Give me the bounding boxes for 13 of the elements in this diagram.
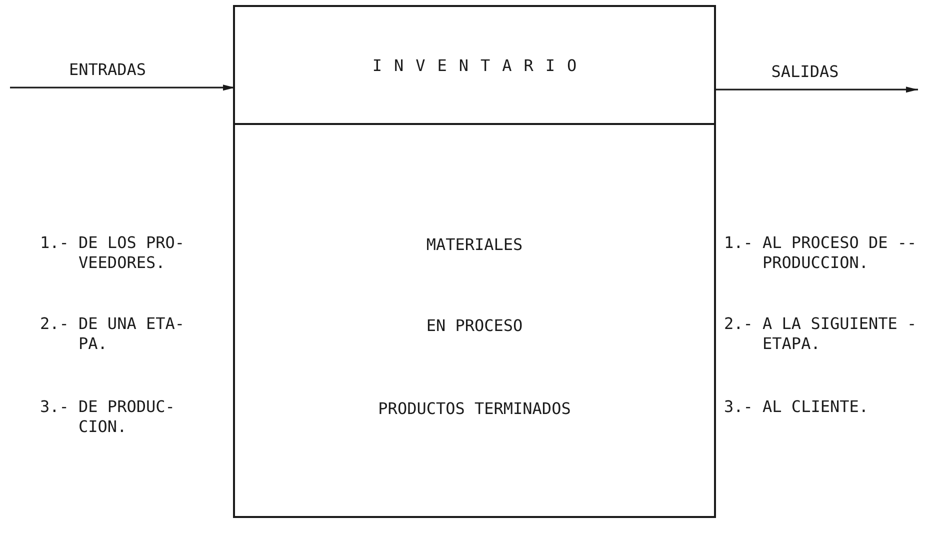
arrow <box>10 84 235 91</box>
inventory-category: PRODUCTOS TERMINADOS <box>377 399 572 418</box>
list-item: 1.- AL PROCESO DE -- PRODUCCION. <box>724 233 918 273</box>
arrow <box>714 86 918 93</box>
inventory-category: EN PROCESO <box>425 316 524 335</box>
list-item: 3.- AL CLIENTE. <box>724 397 870 417</box>
list-item: 1.- DE LOS PRO- VEEDORES. <box>40 233 186 273</box>
inventory-box <box>233 5 716 518</box>
list-item: 2.- A LA SIGUIENTE - ETAPA. <box>724 314 918 354</box>
list-item: 3.- DE PRODUC- CION. <box>40 397 176 437</box>
list-item: 2.- DE UNA ETA- PA. <box>40 314 186 354</box>
header-text: INVENTARIO <box>372 56 589 74</box>
inventory-category: MATERIALES <box>425 235 524 254</box>
